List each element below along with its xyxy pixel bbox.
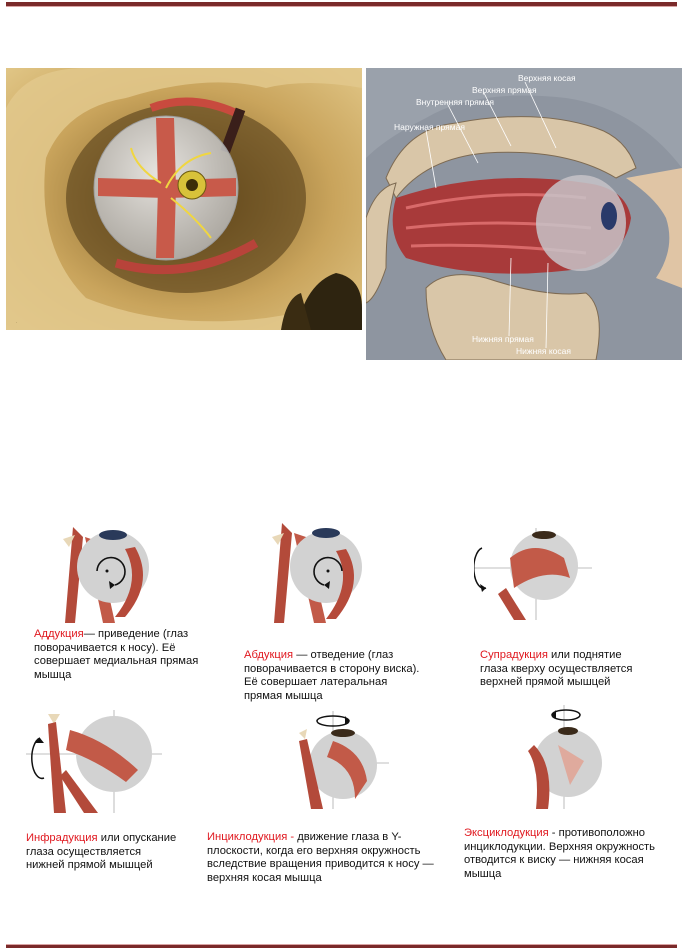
excycloduction-eye-icon xyxy=(524,705,604,809)
caption-excycloduction: Эксциклодукция - противоположно инциклод… xyxy=(464,827,674,881)
abduction-eye-icon xyxy=(268,523,372,623)
lateral-section-figure: Верхняя косая Верхняя прямая Внутренняя … xyxy=(366,68,682,360)
label-superior-oblique: Верхняя косая xyxy=(518,73,576,83)
label-inferior-oblique: Нижняя косая xyxy=(516,346,571,356)
bottom-rule xyxy=(6,944,677,948)
desc-excycloduction: - противоположно инциклодукции. Верхняя … xyxy=(464,827,656,880)
caption-incycloduction: Инциклодукция - движение глаза в Y- плос… xyxy=(207,831,447,885)
label-superior-rectus: Верхняя прямая xyxy=(472,85,537,95)
caption-infraduction: Инфрадукция или опускание глаза осуществ… xyxy=(26,832,226,873)
term-supraduction: Супрадукция xyxy=(480,649,548,661)
desc-infraduction: или опускание глаза осуществляется нижне… xyxy=(26,832,177,871)
caption-abduction: Абдукция — отведение (глаз поворачиваетс… xyxy=(244,649,454,703)
term-excycloduction: Эксциклодукция xyxy=(464,827,549,839)
svg-text:·: · xyxy=(16,320,17,325)
label-inferior-rectus: Нижняя прямая xyxy=(472,334,534,344)
adduction-eye-icon xyxy=(55,527,165,623)
term-abduction: Абдукция xyxy=(244,649,294,661)
caption-adduction: Аддукция— приведение (глаз поворачиваетс… xyxy=(34,628,234,682)
desc-incycloduction: движение глаза в Y- плоскости, когда его… xyxy=(207,831,434,884)
desc-supraduction: или поднятие глаза кверху осуществляется… xyxy=(480,649,633,688)
term-infraduction: Инфрадукция xyxy=(26,832,98,844)
desc-abduction: — отведение (глаз поворачивается в сторо… xyxy=(244,649,420,702)
desc-adduction: — приведение (глаз поворачивается к носу… xyxy=(34,628,199,681)
term-incycloduction: Инциклодукция - xyxy=(207,831,295,843)
caption-supraduction: Супрадукция или поднятие глаза кверху ос… xyxy=(480,649,670,690)
label-medial-rectus: Внутренняя прямая xyxy=(416,97,494,107)
label-lateral-rectus: Наружная прямая xyxy=(394,122,465,132)
top-rule xyxy=(6,2,677,7)
orbit-figure: · xyxy=(6,68,362,330)
supraduction-eye-icon xyxy=(474,528,592,620)
infraduction-eye-icon xyxy=(26,710,162,813)
incycloduction-eye-icon xyxy=(293,711,389,809)
term-adduction: Аддукция xyxy=(34,628,84,640)
